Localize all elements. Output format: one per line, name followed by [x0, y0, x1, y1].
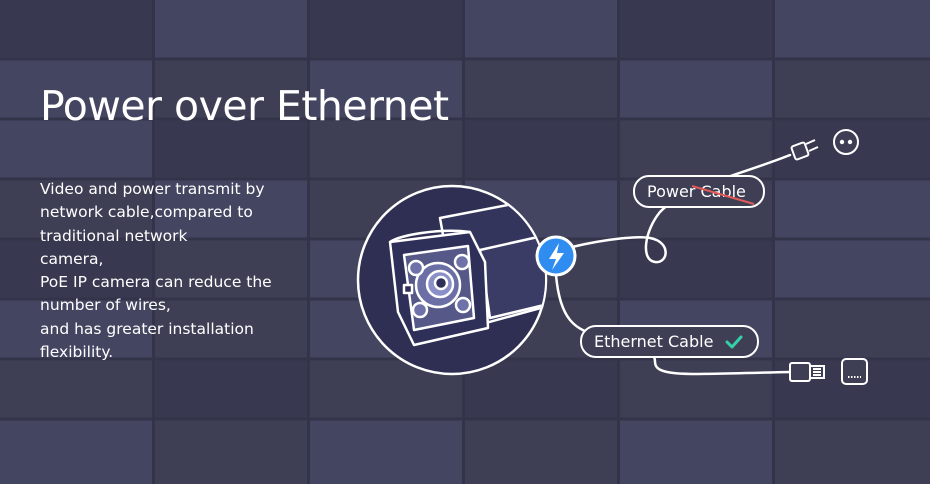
power-plug-icon [790, 139, 819, 161]
description-line: PoE IP camera can reduce the [40, 273, 272, 292]
page-title: Power over Ethernet [40, 82, 449, 130]
ethernet-cable-label: Ethernet Cable [580, 325, 759, 358]
ethernet-port-icon [841, 358, 868, 385]
power-cable [570, 153, 792, 264]
description-line: traditional network [40, 226, 188, 245]
description-text: Video and power transmit by network cabl… [40, 178, 310, 364]
description-line: number of wires, [40, 296, 171, 315]
power-cable-label: Power Cable [633, 175, 765, 208]
description-line: and has greater installation [40, 319, 254, 338]
power-socket-icon [833, 129, 859, 155]
lightning-bolt-icon [535, 235, 577, 277]
strike-line [691, 185, 755, 205]
ethernet-cable-text: Ethernet Cable [594, 332, 714, 351]
checkmark-icon [725, 335, 743, 349]
power-cable-text: Power Cable [647, 182, 746, 201]
bullet-camera-icon [356, 184, 548, 376]
description-line: Video and power transmit by [40, 180, 265, 198]
rj45-plug-icon [789, 362, 825, 382]
description-line: network cable,compared to [40, 203, 253, 222]
description-line: flexibility. [40, 343, 114, 362]
description-line: camera, [40, 249, 104, 268]
